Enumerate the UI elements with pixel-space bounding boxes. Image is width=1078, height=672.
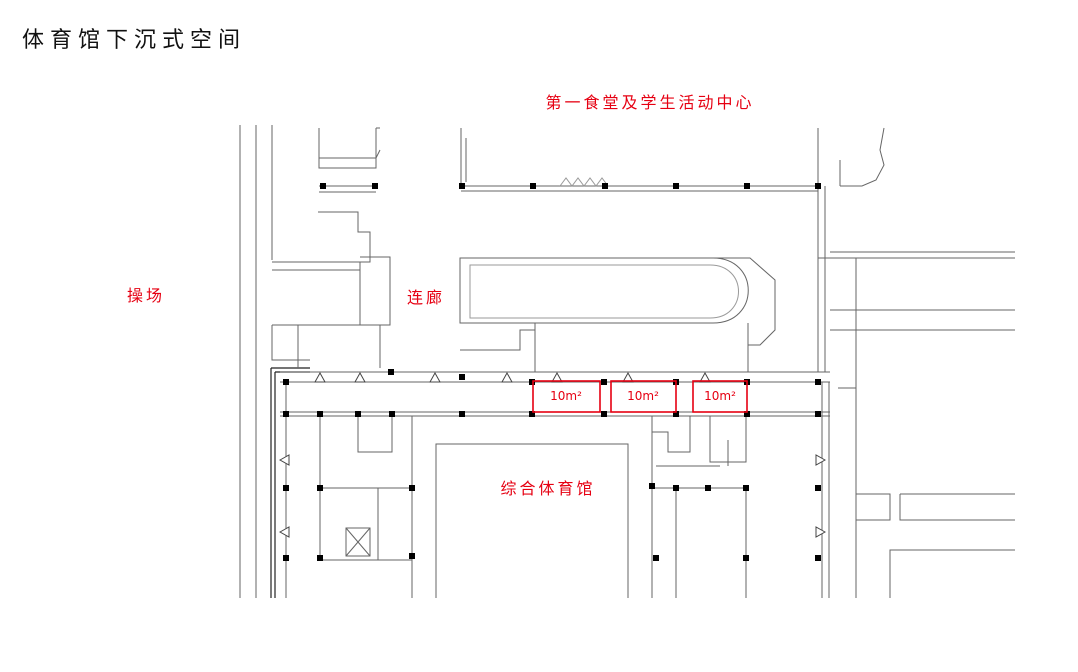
column-marker <box>317 555 323 561</box>
column-marker <box>389 411 395 417</box>
column-marker <box>601 379 607 385</box>
courtyard <box>459 257 776 373</box>
column-marker <box>388 369 394 375</box>
triangle-marker <box>815 526 827 538</box>
column-marker <box>673 183 679 189</box>
triangle-marker <box>501 371 513 383</box>
column-marker <box>815 183 821 189</box>
area-label-1: 10m² <box>550 389 582 403</box>
column-marker <box>529 411 535 417</box>
playground-label: 操场 <box>127 286 165 305</box>
column-marker <box>409 485 415 491</box>
area-box-2 <box>610 380 677 413</box>
column-marker <box>317 411 323 417</box>
column-marker <box>744 411 750 417</box>
column-marker <box>705 485 711 491</box>
triangle-marker <box>699 371 711 383</box>
area-boxes: 10m² 10m² 10m² <box>532 380 748 413</box>
column-marker <box>530 183 536 189</box>
area-label-3: 10m² <box>704 389 736 403</box>
page-title: 体育馆下沉式空间 <box>22 28 247 53</box>
triangle-marker <box>354 371 366 383</box>
column-marker <box>815 379 821 385</box>
column-marker <box>673 411 679 417</box>
column-marker <box>649 483 655 489</box>
column-marker <box>317 485 323 491</box>
column-marker <box>283 485 289 491</box>
corridor-label: 连廊 <box>407 288 445 307</box>
triangle-marker <box>314 371 326 383</box>
column-marker <box>355 411 361 417</box>
column-marker <box>283 555 289 561</box>
triangle-marker <box>622 371 634 383</box>
upper-left-buildings <box>271 127 391 368</box>
triangle-marker <box>815 454 827 466</box>
column-marker <box>459 183 465 189</box>
column-marker <box>743 485 749 491</box>
area-box-1 <box>532 380 601 413</box>
gym-label: 综合体育馆 <box>500 479 595 498</box>
column-marker <box>320 183 326 189</box>
column-marker <box>601 411 607 417</box>
column-marker <box>602 183 608 189</box>
canteen-label: 第一食堂及学生活动中心 <box>545 93 754 112</box>
column-marker <box>653 555 659 561</box>
triangle-marker <box>278 526 290 538</box>
triangle-marker <box>551 371 563 383</box>
column-marker <box>743 555 749 561</box>
column-marker <box>815 411 821 417</box>
triangle-marker <box>429 371 441 383</box>
column-marker <box>744 183 750 189</box>
triangle-markers <box>278 371 827 538</box>
column-marker <box>459 374 465 380</box>
column-marker <box>673 485 679 491</box>
right-site-lines <box>817 186 1015 598</box>
column-marker <box>815 555 821 561</box>
column-marker <box>283 379 289 385</box>
column-marker <box>409 553 415 559</box>
column-marker <box>372 183 378 189</box>
area-label-2: 10m² <box>627 389 659 403</box>
left-site-lines <box>239 125 310 598</box>
column-marker <box>529 379 535 385</box>
area-box-3 <box>692 380 748 413</box>
triangle-marker <box>278 454 290 466</box>
canteen-building <box>460 127 885 192</box>
column-marker <box>283 411 289 417</box>
column-marker <box>459 411 465 417</box>
column-marker <box>815 485 821 491</box>
